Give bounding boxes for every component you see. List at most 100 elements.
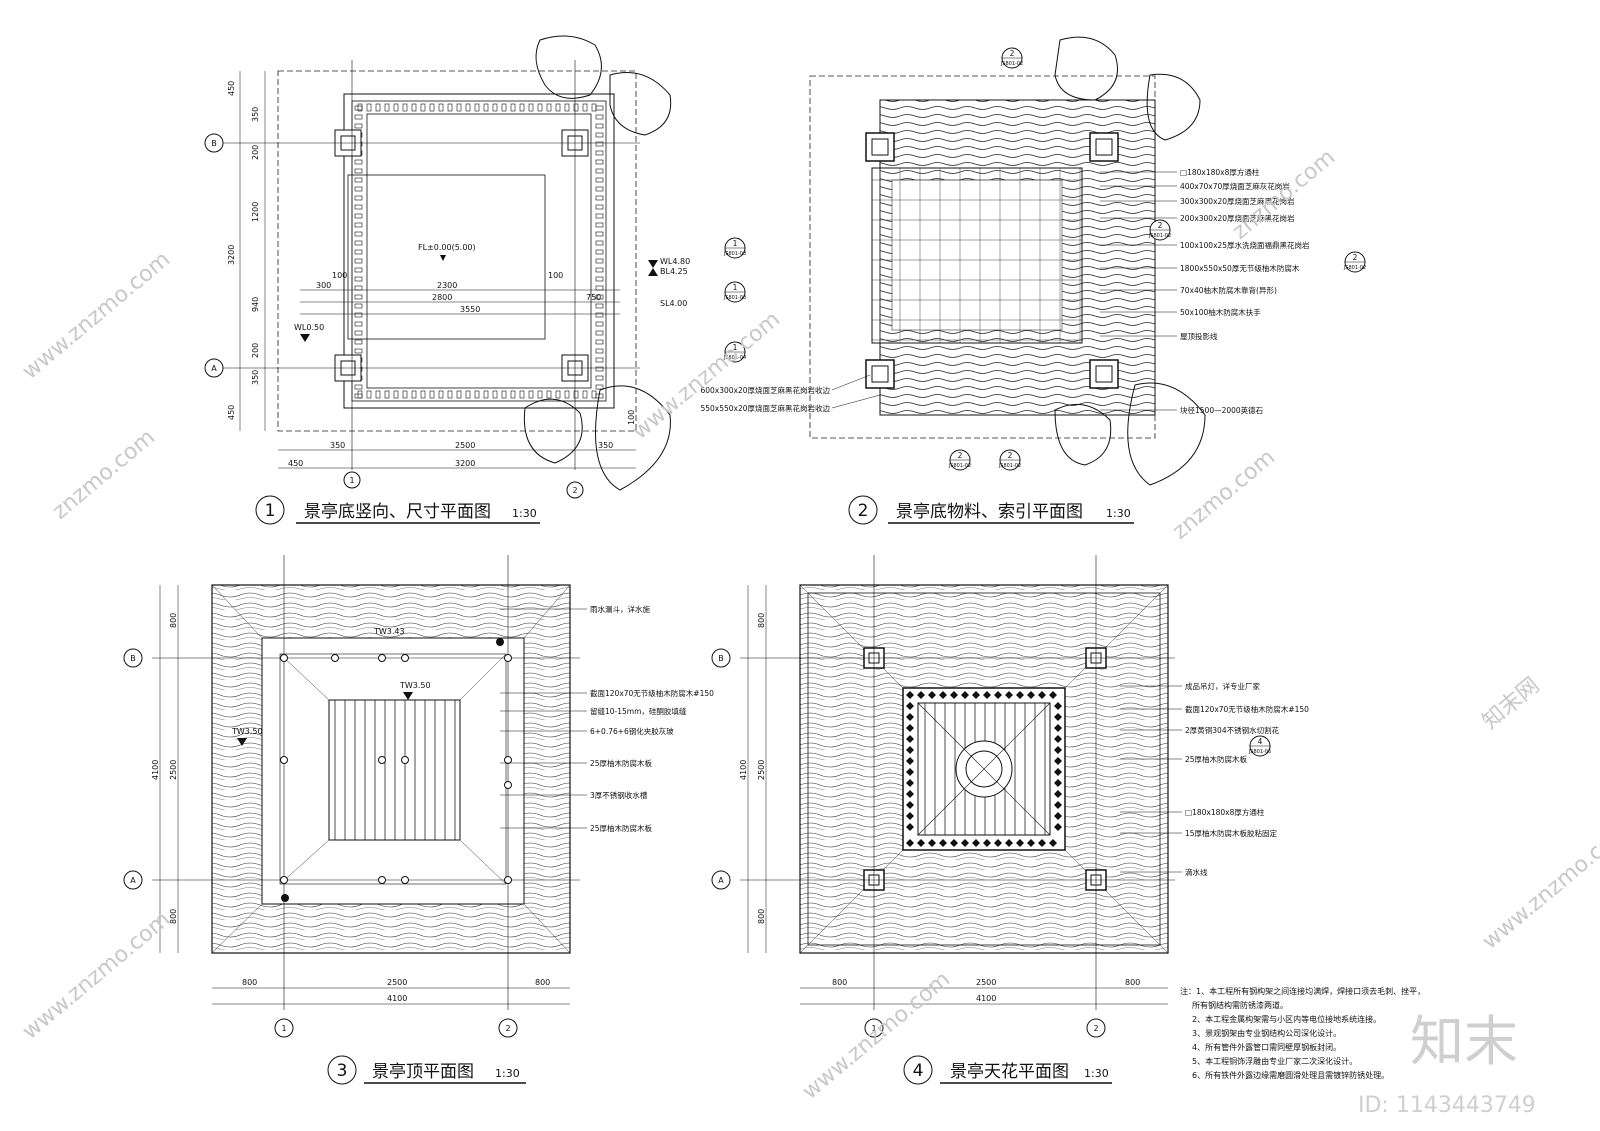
index-mark: 4 JS801-06: [1248, 735, 1271, 757]
dimension: 750: [586, 293, 601, 302]
material-label: 25厚柚木防腐木板: [1185, 754, 1248, 764]
axis-label: A: [718, 876, 724, 885]
watermark: znzmo.com: [1168, 445, 1280, 545]
note-line: 5、本工程铜饰浮雕由专业厂家二次深化设计。: [1192, 1056, 1357, 1066]
column: [865, 132, 895, 162]
elevation-label: TW3.50: [399, 681, 431, 690]
material-labels: 雨水漏斗，详水施截面120x70无节级柚木防腐木#150留缝10-15mm，硅酮…: [500, 604, 714, 833]
material-label: 25厚柚木防腐木板: [590, 758, 653, 768]
dimension: 4100: [739, 760, 748, 780]
brand-logo: 知末: [1410, 1010, 1518, 1073]
material-label: 400x70x70厚烧面芝麻灰花岗岩: [1180, 181, 1290, 191]
plan-scale: 1:30: [1084, 1067, 1109, 1080]
axis-label: A: [211, 364, 217, 373]
index-number: 2: [1008, 451, 1013, 460]
index-ref: JS801-02: [1000, 61, 1023, 67]
material-labels: □180x180x8厚方通柱400x70x70厚烧面芝麻灰花岗岩300x300x…: [1100, 167, 1310, 415]
column: [1089, 132, 1119, 162]
plan-scale: 1:30: [1106, 507, 1131, 520]
material-label: 15厚柚木防腐木板胶粘固定: [1185, 828, 1278, 838]
watermark: www.znzmo.com: [628, 307, 785, 445]
dimension: 800: [242, 978, 257, 987]
dimension: 4100: [151, 760, 160, 780]
axis-label: A: [130, 876, 136, 885]
material-label: 块径1500—2000英德石: [1180, 405, 1264, 415]
index-number: 1: [733, 343, 738, 352]
plan-2: □180x180x8厚方通柱400x70x70厚烧面芝麻灰花岗岩300x300x…: [700, 36, 1366, 525]
axis-label: B: [718, 654, 724, 663]
axis-label: B: [211, 139, 217, 148]
watermark: www.znzmo.com: [18, 907, 175, 1045]
material-label: □180x180x8厚方通柱: [1180, 167, 1260, 177]
plan-3: B A 1 2 TW3.43 TW3.50 TW3.50 800 2500 80…: [123, 555, 714, 1085]
dimension: 4100: [387, 994, 407, 1003]
note-line: 注：1、本工程所有钢构架之间连接均满焊，焊接口须去毛刺、挫平，: [1180, 986, 1425, 996]
watermark: znzmo.com: [1228, 145, 1340, 245]
dimension: 2300: [437, 281, 457, 290]
material-label: □180x180x8厚方通柱: [1185, 807, 1265, 817]
material-label: 成品吊灯，详专业厂家: [1185, 681, 1260, 691]
material-label: 100x100x25厚水洗烧面福鼎黑花岗岩: [1180, 240, 1310, 250]
plan-scale: 1:30: [512, 507, 537, 520]
dimension: 800: [535, 978, 550, 987]
general-notes: 注：1、本工程所有钢构架之间连接均满焊，焊接口须去毛刺、挫平， 所有钢结构需防锈漆…: [1180, 986, 1425, 1080]
watermark: 知末网: [1478, 673, 1545, 735]
dimension: 2500: [387, 978, 407, 987]
plan-title: 景亭天花平面图: [950, 1062, 1069, 1082]
index-number: 2: [1010, 49, 1015, 58]
dimension: 3200: [227, 245, 236, 265]
plan-title: 景亭底物料、索引平面图: [896, 502, 1083, 522]
watermark: www.znzmo.com: [18, 247, 175, 385]
material-label: 截面120x70无节级柚木防腐木#150: [590, 688, 714, 698]
axis-label: 1: [349, 476, 354, 485]
dimension: 300: [316, 281, 331, 290]
elevation-label: SL4.00: [660, 299, 687, 308]
dimension: 800: [757, 613, 766, 628]
note-line: 所有钢结构需防锈漆两道。: [1192, 1000, 1288, 1010]
material-label: 550x550x20厚烧面芝麻黑花岗岩收边: [700, 403, 830, 413]
material-label: 屋顶投影线: [1180, 331, 1218, 341]
index-ref: JS801-03: [723, 295, 746, 301]
plan-number: 2: [858, 501, 869, 521]
dimension: 3550: [460, 305, 480, 314]
material-label: 200x300x20厚烧面芝麻黑花岗岩: [1180, 213, 1295, 223]
index-ref: JS801-02: [948, 463, 971, 469]
dimension: 3200: [455, 459, 475, 468]
joint-nodes: [280, 654, 512, 884]
index-number: 1: [733, 239, 738, 248]
index-ref: JS801-02: [1148, 233, 1171, 239]
column: [865, 359, 895, 389]
dimension: 2500: [976, 978, 996, 987]
material-label: 滴水线: [1185, 867, 1208, 877]
dimension: 940: [251, 297, 260, 312]
plan-number: 1: [265, 501, 276, 521]
dimension: 800: [757, 909, 766, 924]
axis-label: B: [130, 654, 136, 663]
dimension: 450: [227, 81, 236, 96]
note-line: 2、本工程金属构架需与小区内等电位接地系统连接。: [1192, 1014, 1381, 1024]
note-line: 4、所有管件外露管口需同壁厚钢板封闭。: [1192, 1042, 1341, 1052]
index-number: 1: [733, 283, 738, 292]
elevation-label: TW3.43: [373, 627, 405, 636]
dimension: 350: [251, 107, 260, 122]
material-label: 截面120x70无节级柚木防腐木#150: [1185, 704, 1309, 714]
axis-label: 2: [572, 486, 577, 495]
dimension: 450: [288, 459, 303, 468]
dimension: 350: [598, 441, 613, 450]
index-number: 4: [1258, 737, 1263, 746]
plan-number: 3: [337, 1061, 348, 1081]
dimension: 100: [627, 410, 636, 425]
dimension: 450: [227, 405, 236, 420]
elevation-label: WL0.50: [294, 323, 324, 332]
decorative-border: [906, 691, 1062, 847]
axis-label: 1: [281, 1024, 286, 1033]
dimension: 100: [548, 271, 563, 280]
dimension: 800: [832, 978, 847, 987]
material-label: 1800x550x50厚无节级柚木防腐木: [1180, 263, 1300, 273]
material-label: 2厚黄铜304不锈钢水切割花: [1185, 725, 1280, 735]
dimension: 2500: [455, 441, 475, 450]
dimension: 800: [169, 613, 178, 628]
index-ref: JS801-02: [1343, 265, 1366, 271]
